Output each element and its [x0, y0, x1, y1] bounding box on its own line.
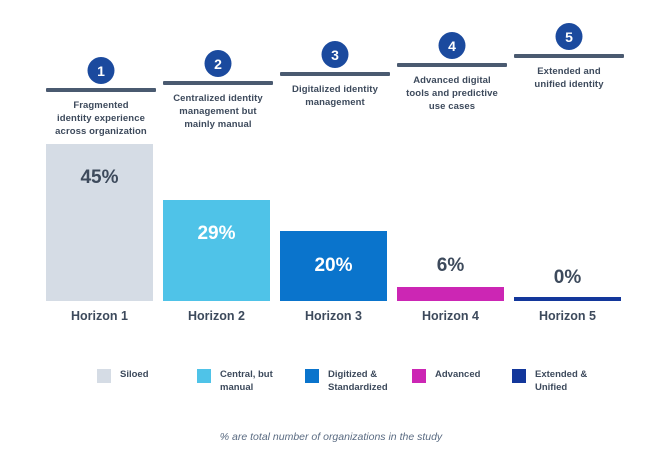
step-caption: Extended and unified identity — [534, 66, 604, 90]
legend-label: Siloed — [120, 369, 149, 380]
legend-swatch — [512, 369, 526, 383]
bar-rect — [46, 144, 153, 301]
legend-item-advanced: Advanced — [412, 368, 507, 383]
step-number-badge: 2 — [204, 50, 232, 77]
bar-rect — [397, 287, 504, 301]
legend-swatch — [197, 369, 211, 383]
step-caption: Centralized identity management but main… — [173, 93, 263, 130]
bar-value-label: 0% — [553, 267, 582, 288]
step-caption: Advanced digital tools and predictive us… — [406, 75, 498, 112]
legend-item-digitized-standardized: Digitized & Standardized — [305, 368, 420, 394]
maturity-step-3: 3 Digitalized identity management — [280, 41, 390, 109]
step-rule — [46, 88, 156, 92]
bar-value-label: 6% — [436, 255, 465, 276]
legend-swatch — [97, 369, 111, 383]
maturity-step-5: 5 Extended and unified identity — [514, 23, 624, 91]
legend-label: Digitized & Standardized — [328, 369, 388, 393]
legend-swatch — [305, 369, 319, 383]
step-number-badge: 3 — [321, 41, 349, 68]
bar-rect — [280, 231, 387, 301]
bar-column-horizon-2: 29% — [163, 0, 270, 301]
axis-label-horizon-1: Horizon 1 — [71, 309, 128, 323]
bar-column-horizon-4: 6% — [397, 0, 504, 301]
legend-item-central-but-manual: Central, but manual — [197, 368, 307, 394]
legend-item-siloed: Siloed — [97, 368, 197, 383]
bar-rect — [514, 297, 621, 301]
step-number-badge: 4 — [438, 32, 466, 59]
step-rule — [163, 81, 273, 85]
step-caption: Digitalized identity management — [292, 84, 378, 108]
step-rule — [514, 54, 624, 58]
maturity-step-1: 1 Fragmented identity experience across … — [46, 57, 156, 138]
chart-legend: Siloed Central, but manual Digitized & S… — [0, 368, 662, 408]
bar-column-horizon-5: 0% — [514, 0, 621, 301]
chart-footnote: % are total number of organizations in t… — [219, 431, 443, 443]
step-number-badge: 1 — [87, 57, 115, 84]
legend-swatch — [412, 369, 426, 383]
bar-value-label: 29% — [197, 223, 236, 244]
axis-label-horizon-2: Horizon 2 — [188, 309, 245, 323]
bar-column-horizon-3: 20% — [280, 0, 387, 301]
legend-label: Central, but manual — [220, 369, 273, 393]
bar-column-horizon-1: 45% — [46, 0, 153, 301]
maturity-step-2: 2 Centralized identity management but ma… — [163, 50, 273, 131]
bar-value-label: 45% — [80, 167, 119, 188]
legend-label: Extended & Unified — [535, 369, 588, 393]
step-rule — [397, 63, 507, 67]
step-caption: Fragmented identity experience across or… — [55, 100, 147, 137]
step-rule — [280, 72, 390, 76]
axis-label-horizon-5: Horizon 5 — [539, 309, 596, 323]
legend-item-extended-unified: Extended & Unified — [512, 368, 622, 394]
axis-label-horizon-4: Horizon 4 — [422, 309, 479, 323]
legend-label: Advanced — [435, 369, 481, 380]
axis-label-horizon-3: Horizon 3 — [305, 309, 362, 323]
maturity-step-4: 4 Advanced digital tools and predictive … — [397, 32, 507, 113]
bar-value-label: 20% — [314, 255, 353, 276]
bar-rect — [163, 200, 270, 301]
step-number-badge: 5 — [555, 23, 583, 50]
